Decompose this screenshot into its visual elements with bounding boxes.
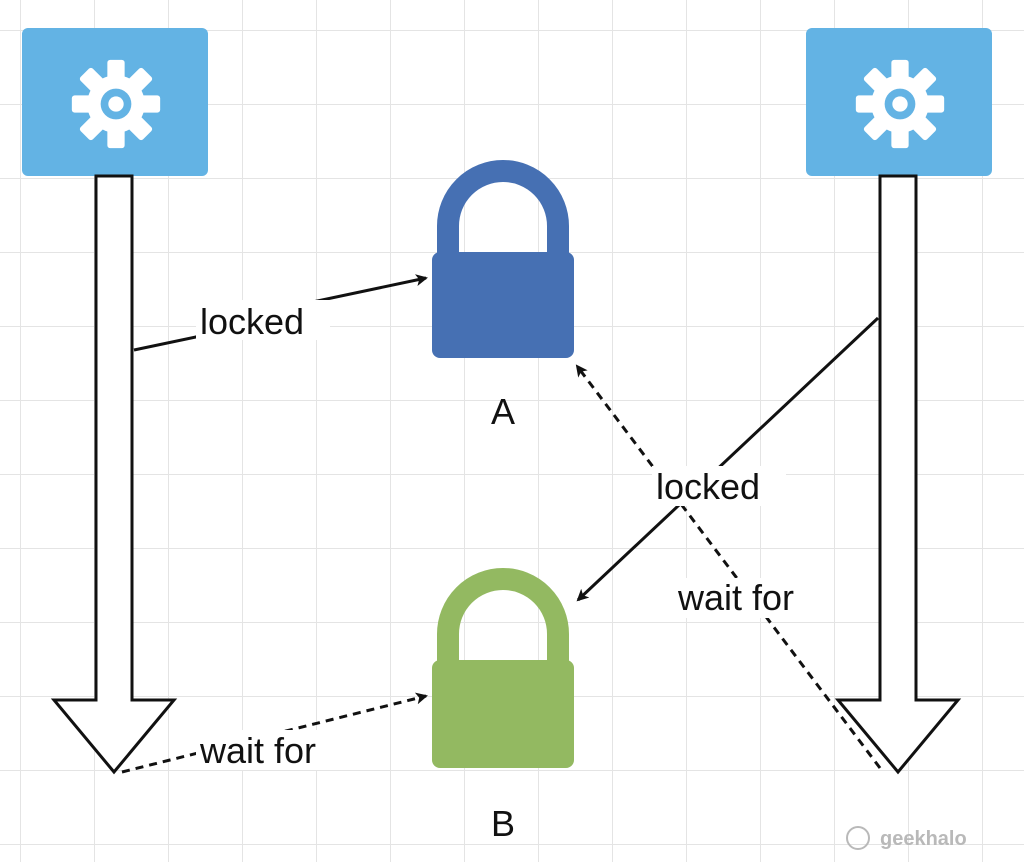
gear-icon — [71, 59, 161, 149]
padlock-icon-b — [432, 568, 574, 768]
watermark-text: geekhalo — [880, 828, 967, 850]
edge-label-right-locked: locked — [656, 466, 760, 507]
edge-label-right-wait: wait for — [677, 577, 794, 618]
process-right — [806, 28, 992, 176]
lock-a-label: A — [491, 391, 515, 432]
gear-icon — [855, 59, 945, 149]
edge-right-wait — [575, 364, 882, 769]
edge-label-left-locked: locked — [200, 301, 304, 342]
padlock-icon-a — [432, 160, 574, 358]
edge-right-locked — [576, 316, 880, 602]
process-left — [22, 28, 208, 176]
timeline-left-arrow — [50, 174, 178, 775]
timeline-right-arrow — [834, 174, 962, 775]
edge-label-left-wait: wait for — [199, 730, 316, 771]
watermark: geekhalo — [846, 826, 967, 850]
lock-b-label: B — [491, 803, 515, 844]
wechat-icon — [846, 826, 870, 850]
